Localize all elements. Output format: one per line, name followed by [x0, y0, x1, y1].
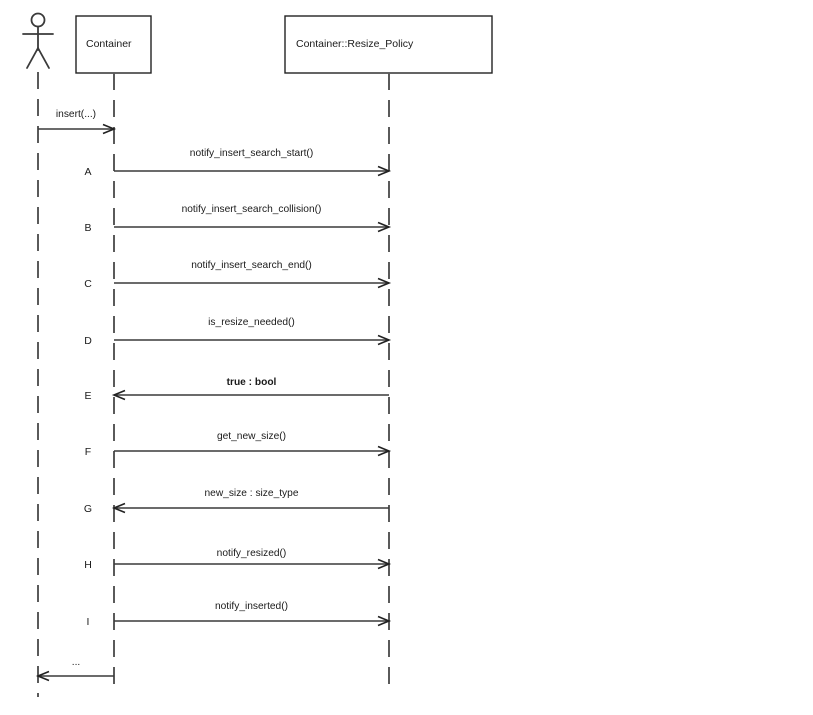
step-letter-h: H: [84, 559, 92, 571]
step-letter-d: D: [84, 335, 92, 347]
message-arrowhead: [111, 389, 126, 401]
message-label: notify_insert_search_start(): [190, 148, 313, 159]
step-letter-f: F: [85, 446, 91, 458]
message-label: notify_insert_search_end(): [191, 260, 312, 271]
step-letter-e: E: [84, 390, 91, 402]
message-f[interactable]: get_new_size() F: [85, 431, 392, 458]
message-arrowhead: [377, 615, 392, 627]
step-letter-g: G: [84, 503, 92, 515]
participant-box-resize-policy[interactable]: Container::Resize_Policy: [284, 15, 493, 74]
actor-stick-figure: [22, 12, 54, 69]
message-label: true : bool: [227, 377, 277, 388]
step-letter-a: A: [84, 166, 91, 178]
resize-policy-box[interactable]: [284, 15, 493, 74]
message-c[interactable]: notify_insert_search_end() C: [84, 260, 392, 290]
message-label: notify_resized(): [217, 548, 287, 559]
message-d[interactable]: is_resize_needed() D: [84, 317, 392, 347]
message-label: is_resize_needed(): [208, 317, 295, 328]
container-box-label: Container: [86, 38, 132, 50]
message-label: notify_insert_search_collision(): [182, 204, 322, 215]
message-arrowhead: [377, 558, 392, 570]
resize-policy-box-label: Container::Resize_Policy: [296, 38, 414, 50]
message-h[interactable]: notify_resized() H: [84, 548, 392, 571]
messages-layer: insert(...) notify_insert_search_start() A…: [35, 109, 392, 682]
container-box[interactable]: [75, 15, 152, 74]
message-label: notify_inserted(): [215, 601, 288, 612]
step-letter-i: I: [87, 616, 90, 628]
message-arrowhead: [111, 502, 126, 514]
message-arrowhead: [35, 670, 50, 682]
message-label: ...: [72, 657, 81, 668]
message-arrowhead: [377, 165, 392, 177]
message-a[interactable]: notify_insert_search_start() A: [84, 148, 392, 178]
message-i[interactable]: notify_inserted() I: [87, 601, 392, 628]
message-arrowhead: [377, 221, 392, 233]
message-label: get_new_size(): [217, 431, 286, 442]
step-letter-b: B: [84, 222, 91, 234]
actor-leg-left: [26, 47, 39, 69]
message-arrowhead: [102, 123, 117, 135]
message-label: new_size : size_type: [204, 488, 298, 499]
message-b[interactable]: notify_insert_search_collision() B: [84, 204, 392, 234]
message-arrowhead: [377, 334, 392, 346]
message-item-0[interactable]: insert(...): [38, 109, 117, 135]
actor-leg-right: [37, 47, 50, 69]
message-label: insert(...): [56, 109, 96, 120]
actor-head-icon: [30, 12, 46, 28]
step-letter-c: C: [84, 278, 92, 290]
message-item-10[interactable]: ...: [35, 657, 114, 682]
message-arrowhead: [377, 445, 392, 457]
participant-box-container[interactable]: Container: [75, 15, 152, 74]
message-arrowhead: [377, 277, 392, 289]
